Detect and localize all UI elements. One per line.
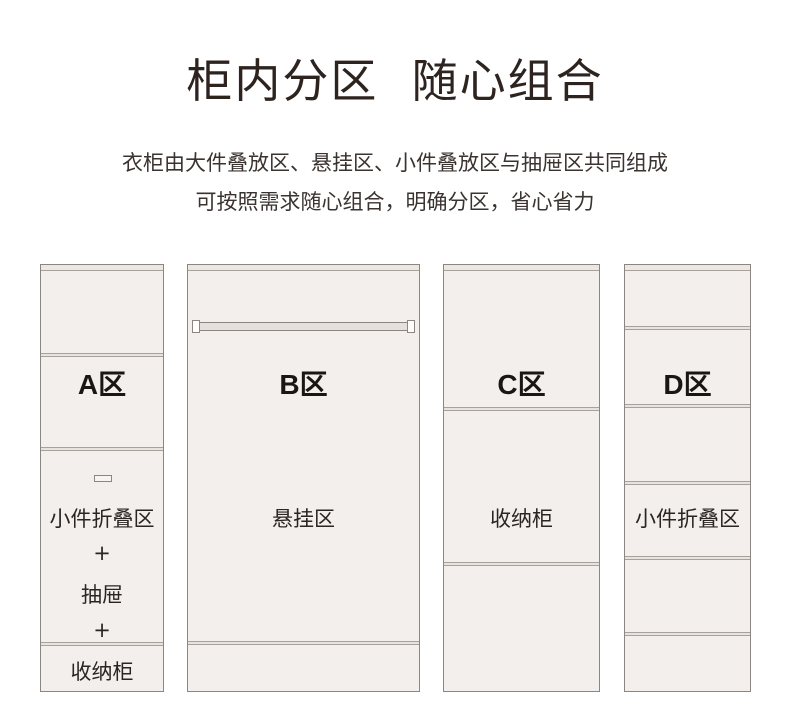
- subtitle-line-1: 衣柜由大件叠放区、悬挂区、小件叠放区与抽屉区共同组成: [122, 151, 668, 175]
- shelf: [625, 556, 750, 560]
- hanging-rod: [196, 322, 411, 331]
- cabinet-c-storage-text: 收纳柜: [490, 507, 553, 531]
- shelf: [625, 481, 750, 485]
- zone-label-a: A区: [77, 369, 127, 400]
- cabinet-a-plus-2: +: [93, 618, 111, 642]
- hanging-rod-end-left: [192, 320, 200, 333]
- cabinet-top-band: [625, 265, 750, 271]
- cabinet-a-storage-text: 收纳柜: [70, 660, 134, 684]
- zone-label-b: B区: [279, 369, 328, 400]
- cabinet-a-plus-1: +: [93, 541, 111, 565]
- shelf: [444, 562, 599, 566]
- cabinet-a-fold-text: 小件折叠区: [49, 507, 155, 531]
- shelf: [41, 447, 163, 451]
- shelf: [625, 326, 750, 330]
- subtitle-line-2: 可按照需求随心组合，明确分区，省心省力: [195, 190, 595, 214]
- hanging-rod-end-right: [407, 320, 415, 333]
- shelf: [188, 641, 419, 645]
- shelf: [41, 353, 163, 357]
- cabinet-b-hanging-text: 悬挂区: [272, 507, 335, 531]
- cabinet-d: D区 小件折叠区: [624, 264, 751, 692]
- shelf: [625, 404, 750, 408]
- cabinet-a: A区 小件折叠区 + 抽屉 + 收纳柜: [40, 264, 164, 692]
- cabinet-top-band: [41, 265, 163, 271]
- cabinet-c: C区 收纳柜: [443, 264, 600, 692]
- zone-label-d: D区: [663, 369, 712, 400]
- zone-label-c: C区: [497, 369, 546, 400]
- shelf: [625, 632, 750, 636]
- shelf: [444, 407, 599, 411]
- cabinet-d-fold-text: 小件折叠区: [635, 507, 740, 531]
- cabinet-top-band: [188, 265, 419, 271]
- cabinet-top-band: [444, 265, 599, 271]
- cabinet-b: B区 悬挂区: [187, 264, 420, 692]
- drawer-handle[interactable]: [94, 475, 112, 482]
- cabinet-a-drawer-text: 抽屉: [81, 583, 123, 607]
- shelf: [41, 642, 163, 646]
- page-title: 柜内分区 随心组合: [186, 54, 604, 108]
